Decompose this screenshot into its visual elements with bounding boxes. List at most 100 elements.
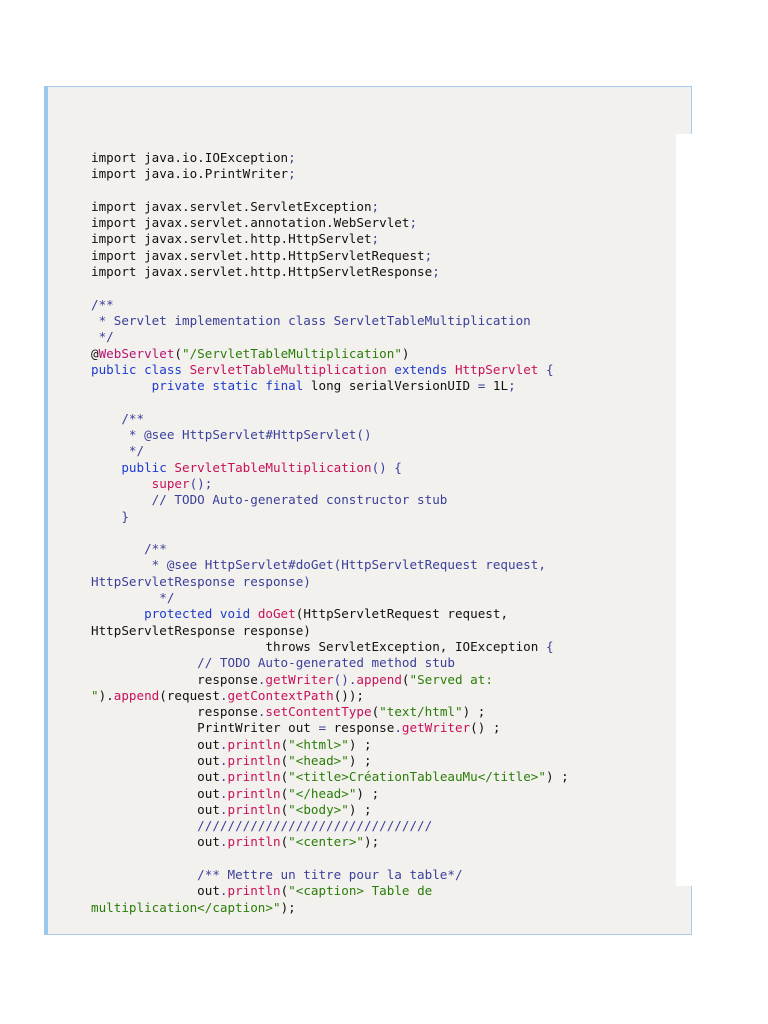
code-token: );	[364, 834, 380, 850]
code-token: WebServlet	[98, 345, 175, 361]
code-token: // TODO Auto-generated constructor stub	[151, 492, 448, 508]
code-token: ().	[333, 671, 357, 687]
code-token: .	[219, 752, 228, 768]
code-line: HttpServletResponse response)	[91, 574, 569, 590]
code-line	[91, 183, 569, 199]
code-token: (	[280, 785, 289, 801]
code-token	[91, 867, 197, 882]
code-token: super	[151, 475, 190, 491]
code-line	[91, 851, 569, 867]
code-token: (	[280, 752, 289, 768]
code-token: (	[401, 671, 410, 687]
code-line: public ServletTableMultiplication() {	[91, 460, 569, 476]
code-token: append	[356, 671, 402, 687]
code-line: throws ServletException, IOException {	[91, 639, 569, 655]
code-token: /** Mettre un titre pour la table*/	[197, 867, 463, 883]
code-line: import javax.servlet.http.HttpServletReq…	[91, 248, 569, 264]
code-token: "<caption> Table de	[288, 883, 433, 899]
code-line: out.println("<head>") ;	[91, 753, 569, 769]
code-token: ).	[98, 687, 114, 703]
code-token: (	[280, 736, 289, 752]
code-token: doGet	[257, 606, 296, 622]
code-token: ();	[189, 475, 213, 491]
code-token: ///////////////////////////////	[197, 818, 433, 834]
code-line: public class ServletTableMultiplication …	[91, 362, 569, 378]
code-line: @WebServlet("/ServletTableMultiplication…	[91, 346, 569, 362]
code-token: "	[91, 687, 99, 703]
code-token: "<body>"	[288, 801, 349, 817]
code-line	[91, 394, 569, 410]
code-token: =	[318, 720, 334, 736]
code-token: // TODO Auto-generated method stub	[197, 655, 455, 671]
code-token: out	[91, 834, 220, 850]
code-token: .	[257, 704, 266, 720]
code-token: @	[91, 345, 99, 361]
code-token: ) ;	[348, 752, 372, 768]
code-line: import javax.servlet.http.HttpServlet;	[91, 231, 569, 247]
code-token: "text/html"	[379, 704, 463, 720]
code-token: println	[227, 736, 281, 752]
code-token: .	[219, 834, 228, 850]
code-token: ) ;	[462, 704, 486, 720]
code-line	[91, 280, 569, 296]
code-token: println	[227, 883, 281, 899]
code-token: getWriter	[401, 720, 471, 736]
code-line: out.println("<center>");	[91, 834, 569, 850]
code-token: * @see HttpServlet#HttpServlet()	[121, 427, 372, 443]
code-token: import javax.servlet.ServletException	[91, 198, 372, 214]
code-token: multiplication</caption>"	[91, 899, 281, 915]
code-token: out	[91, 785, 220, 801]
code-token	[91, 541, 144, 556]
code-line: super();	[91, 476, 569, 492]
code-line: import javax.servlet.ServletException;	[91, 199, 569, 215]
code-token: (	[280, 769, 289, 785]
code-token: "<head>"	[288, 752, 349, 768]
code-token: .	[219, 883, 228, 899]
code-token: (HttpServletRequest request,	[295, 606, 509, 622]
code-line: */	[91, 329, 569, 345]
code-token: println	[227, 769, 281, 785]
code-token: ;	[288, 166, 296, 182]
code-token: HttpServletResponse response)	[91, 573, 311, 589]
code-token: /**	[144, 541, 167, 557]
code-token: ) ;	[545, 769, 569, 785]
code-line: import javax.servlet.annotation.WebServl…	[91, 215, 569, 231]
code-token: append	[113, 687, 160, 703]
code-token: ) ;	[348, 736, 372, 752]
code-token: "<html>"	[288, 736, 349, 752]
code-token	[91, 443, 121, 458]
code-line: /**	[91, 411, 569, 427]
code-line: import javax.servlet.http.HttpServletRes…	[91, 264, 569, 280]
code-line: * @see HttpServlet#doGet(HttpServletRequ…	[91, 557, 569, 573]
code-token: println	[227, 801, 281, 817]
code-token: .	[219, 687, 228, 703]
code-token: println	[227, 752, 281, 768]
code-token	[91, 460, 121, 475]
code-token: out	[91, 752, 220, 768]
code-token: protected void	[144, 606, 258, 622]
code-token: import javax.servlet.annotation.WebServl…	[91, 215, 410, 231]
code-token: * Servlet implementation class ServletTa…	[91, 312, 531, 328]
code-line: private static final long serialVersionU…	[91, 378, 569, 394]
code-token: ;	[409, 215, 418, 231]
code-line: multiplication</caption>");	[91, 900, 569, 916]
code-token: .	[219, 736, 228, 752]
code-token	[91, 509, 121, 524]
code-token: response	[91, 704, 258, 720]
code-token: ) ;	[356, 785, 380, 801]
code-token: ;	[508, 378, 516, 394]
code-token: private static final	[151, 378, 311, 394]
code-line: out.println("<caption> Table de	[91, 883, 569, 899]
code-token	[91, 590, 144, 605]
code-token: */	[144, 590, 175, 606]
java-source-code: import java.io.IOException;import java.i…	[91, 150, 569, 916]
code-line: out.println("</head>") ;	[91, 786, 569, 802]
code-token: .	[219, 769, 228, 785]
code-token: throws ServletException, IOException	[91, 638, 546, 654]
code-line: */	[91, 590, 569, 606]
code-token: import javax.servlet.http.HttpServletReq…	[91, 247, 425, 263]
code-token: "<center>"	[288, 834, 364, 850]
code-token: ());	[333, 687, 365, 703]
code-token: "/ServletTableMultiplication"	[182, 345, 402, 361]
code-token: ;	[424, 247, 433, 263]
